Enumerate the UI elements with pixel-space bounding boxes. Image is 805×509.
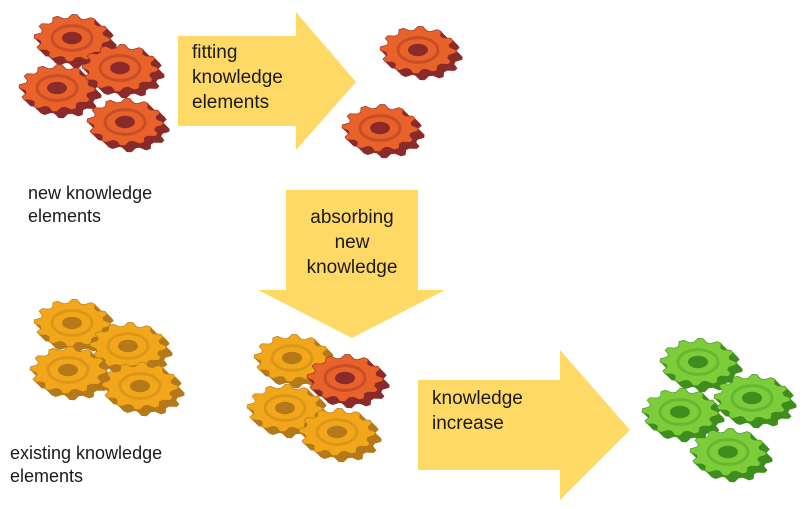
gear-icon [298,408,382,463]
gear-icon [689,428,773,483]
gear-icon [641,388,725,443]
fitting-knowledge-gears [341,26,463,159]
gear-icon [713,374,797,429]
gear-icon [18,64,102,119]
new-knowledge-caption: new knowledge elements [28,183,153,226]
combined-knowledge-gears [246,334,390,463]
increase-arrow [418,350,630,500]
absorbing-arrow-label: absorbing new knowledge [306,207,398,278]
gear-icon [29,346,113,401]
gear-icon [101,362,185,417]
gear-icon [659,338,743,393]
absorbing-arrow [258,190,445,338]
gear-icon [306,354,390,409]
existing-knowledge-caption: existing knowledge elements [10,443,163,486]
gear-icon [81,44,165,99]
gear-icon [33,299,117,354]
increased-knowledge-gears [641,338,797,483]
gear-icon [379,26,463,81]
fitting-arrow [178,12,356,150]
gear-icon [341,104,425,159]
gear-icon [33,14,117,69]
gear-icon [86,98,170,153]
existing-knowledge-gears [29,299,185,417]
fitting-arrow-label: fitting knowledge elements [192,42,283,113]
new-knowledge-gears [18,14,170,153]
gear-icon [89,322,173,377]
increase-arrow-label: knowledge increase [432,388,523,434]
